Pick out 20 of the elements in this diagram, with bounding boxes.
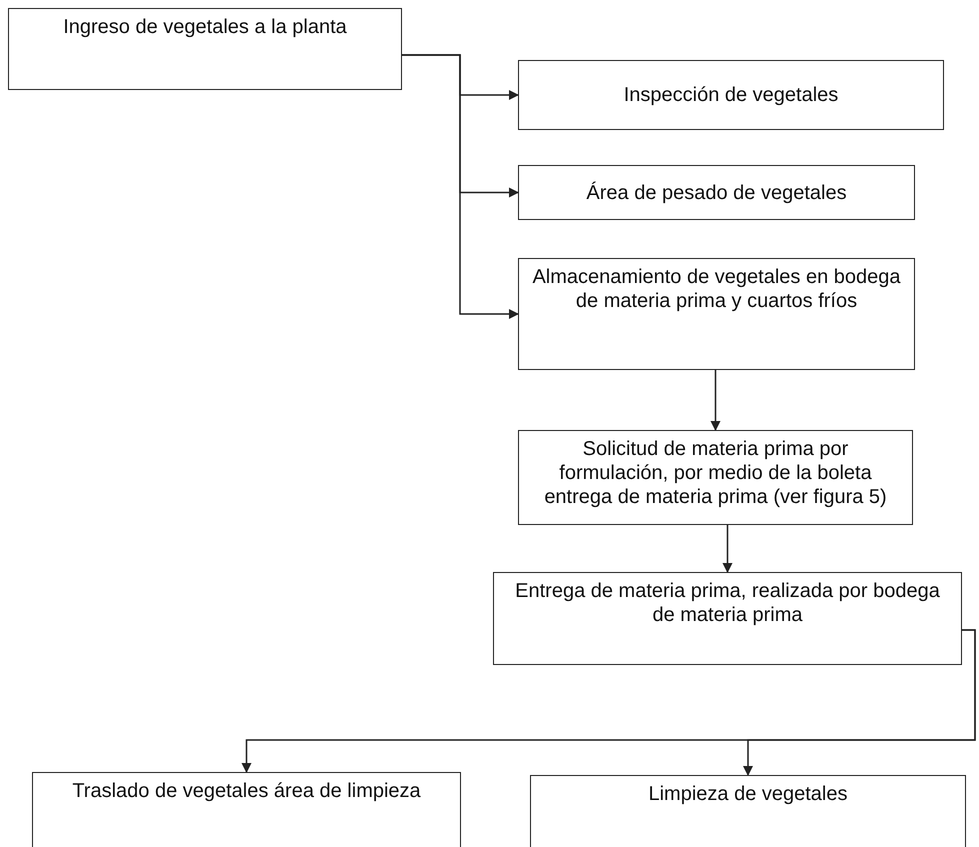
arrow [710,370,720,431]
box-label: Solicitud de materia prima por formulación, por medio de la boleta entrega de materia prima (ver figura 5) [543,437,888,509]
process-box [493,572,962,665]
arrow [722,525,732,573]
process-box [518,165,915,220]
arrow [743,629,976,776]
arrow [402,54,519,319]
box-label: Almacenamiento de vegetales en bodega de materia prima y cuartos fríos [531,265,902,313]
box-label: Traslado de vegetales área de limpieza [72,779,421,803]
process-box [32,772,461,847]
box-label: Entrega de materia prima, realizada por bodega de materia prima [514,579,941,627]
process-box [8,8,402,90]
box-label: Inspección de vegetales [624,83,838,107]
box-label: Área de pesado de vegetales [586,180,847,204]
process-box [518,430,913,525]
process-box [530,775,966,847]
box-label: Ingreso de vegetales a la planta [63,15,347,39]
process-box [518,258,915,370]
process-box [518,60,944,130]
box-label: Limpieza de vegetales [648,782,848,806]
